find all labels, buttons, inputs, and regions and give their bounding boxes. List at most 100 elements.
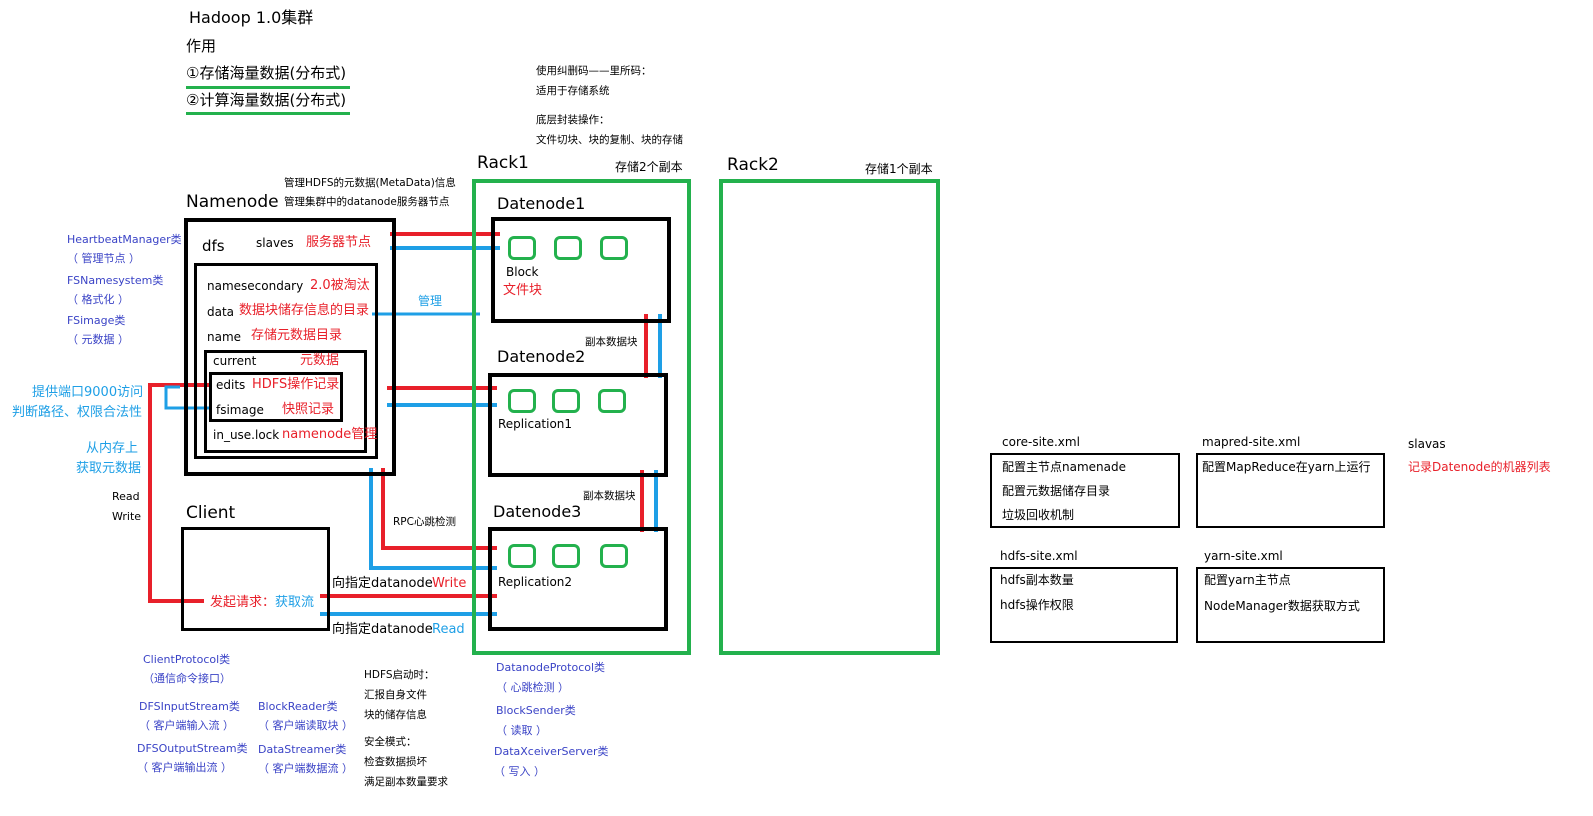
rack1-note: 存储2个副本 <box>615 160 683 174</box>
heartbeat-desc: （ 管理节点 ） <box>67 252 140 265</box>
replica-label-1: 副本数据块 <box>585 336 638 348</box>
rack1-box <box>472 179 691 655</box>
dfs-label: dfs <box>202 237 225 255</box>
blue-rpc-line <box>369 468 497 570</box>
rack1-title: Rack1 <box>477 153 529 173</box>
core-site-item-3: 垃圾回收机制 <box>1002 508 1075 522</box>
client-get-stream: 获取流 <box>275 595 315 610</box>
data-dir-note: 数据块储存信息的目录 <box>239 303 370 318</box>
core-site-box <box>990 453 1180 528</box>
namenode-title: Namenode <box>186 192 279 212</box>
fsnamesystem-class: FSNamesystem类 <box>67 274 164 287</box>
client-request: 发起请求： <box>210 595 276 610</box>
fsimage-label: fsimage <box>216 403 264 417</box>
block-icon <box>554 236 582 260</box>
hdfs-site-item-2: hdfs操作权限 <box>1000 598 1074 612</box>
hdfs-site-title: hdfs-site.xml <box>1000 549 1078 563</box>
datanode1-line1: Block <box>506 265 539 279</box>
ec-note-1: 使用纠删码——里所码： <box>536 65 652 77</box>
block-icon <box>600 236 628 260</box>
client-protocol-desc: （通信命令接口） <box>143 672 231 685</box>
datanode3-line1: Replication2 <box>498 575 573 589</box>
blue-client-loop <box>164 385 212 410</box>
rack2-box <box>719 179 940 655</box>
dfs-inner-box <box>194 263 378 459</box>
datanode3-box <box>488 527 668 631</box>
datanode1-line2: 文件块 <box>503 283 543 298</box>
fsnamesystem-desc: （ 格式化 ） <box>67 293 129 306</box>
datanode3-title: Datenode3 <box>493 502 582 521</box>
mapred-site-box <box>1196 453 1385 528</box>
rack2-note: 存储1个副本 <box>865 162 933 176</box>
purpose-item-1: ①存储海量数据(分布式) <box>186 64 347 82</box>
block-sender-class: BlockSender类 <box>496 704 576 717</box>
namenode-desc-1: 管理HDFS的元数据(MetaData)信息 <box>284 177 456 189</box>
client-protocol-class: ClientProtocol类 <box>143 653 231 666</box>
slavas-title: slavas <box>1408 437 1446 451</box>
current-note: 元数据 <box>300 353 340 368</box>
edits-fsimage-box <box>209 372 343 422</box>
hdfs-start-1: HDFS启动时： <box>364 669 435 681</box>
current-label: current <box>213 354 257 368</box>
manage-label: 管理 <box>418 294 443 308</box>
yarn-site-item-2: NodeManager数据获取方式 <box>1204 599 1360 613</box>
block-reader-desc: （ 客户端读取块 ） <box>258 719 353 732</box>
hdfs-start-4: 安全模式： <box>364 736 417 748</box>
hdfs-start-6: 满足副本数量要求 <box>364 776 448 788</box>
fsimage-desc: （ 元数据 ） <box>67 333 129 346</box>
hdfs-site-item-1: hdfs副本数量 <box>1000 573 1074 587</box>
datanode-protocol-desc: （ 心跳检测 ） <box>496 681 569 694</box>
namenode-desc-2: 管理集群中的datanode服务器节点 <box>284 196 450 208</box>
core-site-title: core-site.xml <box>1002 435 1080 449</box>
red-client-loop <box>148 383 212 603</box>
hdfs-start-5: 检查数据损坏 <box>364 756 427 768</box>
datanode1-title: Datenode1 <box>497 194 586 213</box>
dfs-input-class: DFSInputStream类 <box>139 700 240 713</box>
ec-note-2: 适用于存储系统 <box>536 85 610 97</box>
purpose-underline-2 <box>186 112 350 115</box>
purpose-underline-1 <box>186 86 350 89</box>
write-label: Write <box>112 510 142 523</box>
block-icon <box>508 389 536 413</box>
mem-note-1: 从内存上 <box>86 441 139 456</box>
datanode2-box <box>488 373 668 477</box>
replica-label-2: 副本数据块 <box>583 490 636 502</box>
in-use-label: in_use.lock <box>213 428 280 442</box>
dataxceiver-class: DataXceiverServer类 <box>494 745 609 758</box>
block-icon <box>508 236 536 260</box>
yarn-site-item-1: 配置yarn主节点 <box>1204 573 1291 587</box>
fsimage-note: 快照记录 <box>282 402 335 417</box>
hdfs-site-box <box>990 567 1178 643</box>
block-icon <box>552 389 580 413</box>
datanode-protocol-class: DatanodeProtocol类 <box>496 661 606 674</box>
name-dir-label: name <box>207 330 242 344</box>
dfs-output-desc: （ 客户端输出流 ） <box>137 761 232 774</box>
dfs-input-desc: （ 客户端输入流 ） <box>139 719 234 732</box>
name-dir-note: 存储元数据目录 <box>251 328 343 343</box>
block-icon <box>598 389 626 413</box>
rpc-label: RPC心跳检测 <box>393 516 456 528</box>
write-to-datanode: 向指定datanode <box>332 576 433 591</box>
datanode2-line1: Replication1 <box>498 417 573 431</box>
slavas-note: 记录Datenode的机器列表 <box>1408 460 1551 474</box>
block-icon <box>600 544 628 568</box>
datanode2-title: Datenode2 <box>497 347 586 366</box>
client-box <box>181 527 330 631</box>
current-box <box>204 350 367 453</box>
page-title: Hadoop 1.0集群 <box>189 8 314 27</box>
block-icon <box>552 544 580 568</box>
fsimage-class: FSimage类 <box>67 314 126 327</box>
read-from-datanode: 向指定datanode <box>332 622 433 637</box>
block-reader-class: BlockReader类 <box>258 700 338 713</box>
purpose-item-2: ②计算海量数据(分布式) <box>186 91 347 109</box>
slaves-note: 服务器节点 <box>306 235 372 250</box>
hdfs-start-3: 块的储存信息 <box>364 709 427 721</box>
client-title: Client <box>186 503 236 523</box>
edits-note: HDFS操作记录 <box>252 377 340 392</box>
port-note-2: 判断路径、权限合法性 <box>12 405 143 420</box>
in-use-note: namenode管理 <box>282 427 378 442</box>
red-rpc-line <box>381 468 497 550</box>
data-streamer-class: DataStreamer类 <box>258 743 347 756</box>
mapred-site-title: mapred-site.xml <box>1202 435 1301 449</box>
dfs-output-class: DFSOutputStream类 <box>137 742 248 755</box>
